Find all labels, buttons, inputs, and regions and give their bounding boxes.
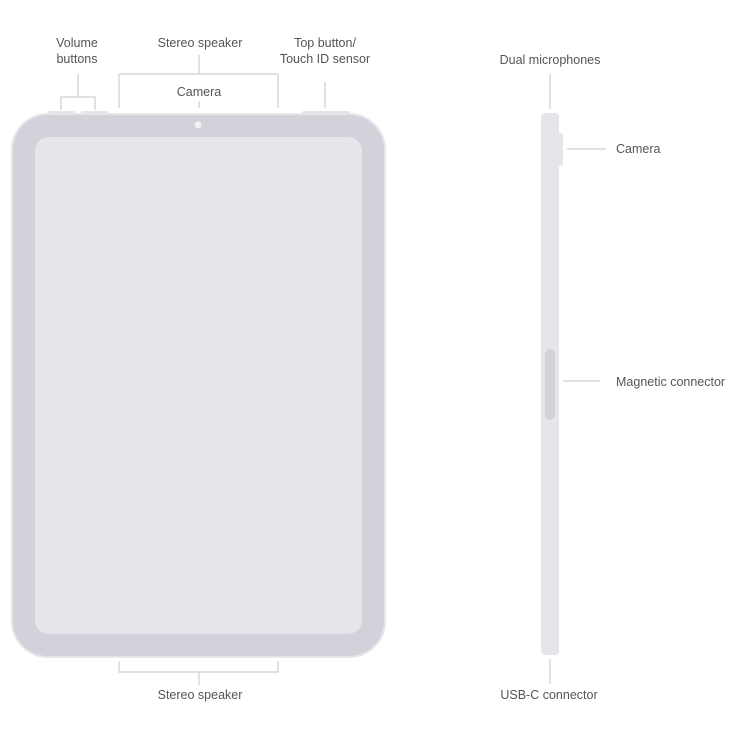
camera-label: Camera	[177, 85, 222, 99]
volume-leader-line	[60, 74, 96, 110]
volume-label-1: Volume	[56, 36, 98, 50]
stereo-speaker-bottom-label: Stereo speaker	[158, 688, 243, 702]
dual-microphones-label: Dual microphones	[500, 53, 601, 67]
volume-label-2: buttons	[56, 52, 97, 66]
stereo-speaker-top-leader	[118, 55, 279, 108]
stereo-speaker-top-label: Stereo speaker	[158, 36, 243, 50]
top-button-label-2: Touch ID sensor	[280, 52, 370, 66]
magnetic-connector	[545, 349, 555, 420]
front-view: Volume buttons Stereo speaker Camera Top…	[11, 36, 386, 702]
stereo-speaker-bottom-leader	[118, 661, 279, 685]
side-view: Dual microphones Camera Magnetic connect…	[500, 53, 725, 702]
top-button-label-1: Top button/	[294, 36, 356, 50]
side-camera-label: Camera	[616, 142, 661, 156]
ipad-screen	[35, 137, 362, 634]
front-camera	[194, 121, 202, 129]
magnetic-connector-label: Magnetic connector	[616, 375, 725, 389]
usb-c-connector-label: USB-C connector	[500, 688, 597, 702]
